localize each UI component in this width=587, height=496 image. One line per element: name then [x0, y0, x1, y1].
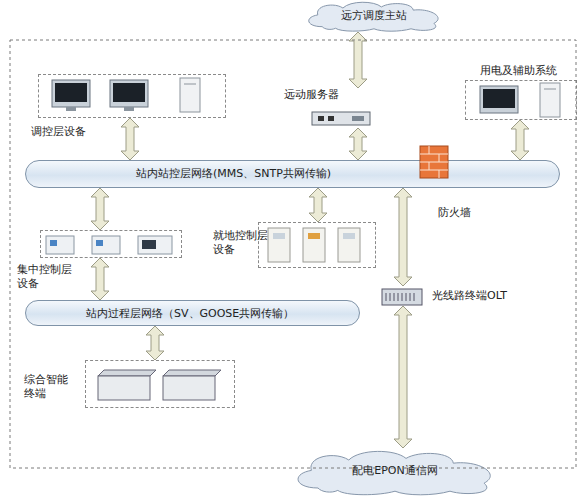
station-boundary	[10, 40, 576, 468]
monitor-icon	[480, 86, 518, 113]
terminal-icon	[98, 370, 221, 400]
node-label: 集中控制层设备	[17, 263, 79, 291]
terminal-top	[98, 370, 156, 376]
node-label: 远方调度主站	[300, 9, 448, 23]
double-arrow	[394, 306, 412, 448]
tower-icon	[540, 83, 560, 117]
device-group: 调控层设备	[38, 74, 226, 118]
olt-node: 光线路终端OLT	[380, 286, 510, 306]
node-label: 调控层设备	[31, 125, 111, 139]
rack-port	[328, 116, 334, 121]
olt-body	[382, 289, 422, 305]
double-arrow	[91, 188, 109, 230]
controller-panel	[96, 240, 103, 246]
network-bus: 站内站控层网络(MMS、SNTP共网传输)	[25, 160, 560, 188]
node-label: 站内站控层网络(MMS、SNTP共网传输)	[136, 167, 536, 181]
controller-panel	[50, 240, 57, 246]
monitor-icon	[52, 80, 90, 111]
node-label: 综合智能终端	[24, 373, 74, 401]
node-label: 防火墙	[438, 206, 482, 220]
device-group: 综合智能终端	[85, 360, 235, 408]
cabinet-body	[303, 228, 325, 262]
cabinet-panel	[273, 233, 285, 239]
node-label: 配电EPON通信网	[285, 464, 505, 478]
double-arrow	[146, 326, 164, 360]
double-arrow	[121, 118, 139, 160]
cabinet-icon	[268, 228, 360, 262]
terminal-body	[98, 376, 150, 400]
olt-slots	[386, 293, 414, 301]
olt-icon	[382, 289, 422, 305]
monitor-screen	[483, 89, 515, 108]
node-label: 站内过程层网络（SV、GOOSE共网传输）	[86, 307, 356, 321]
device-group: 集中控制层设备	[40, 230, 182, 258]
double-arrow	[394, 188, 412, 286]
tower-body	[540, 83, 560, 117]
controller-panel	[142, 240, 156, 249]
tower-icon	[180, 78, 200, 112]
monitor-frame	[110, 80, 148, 107]
rack-body	[312, 112, 370, 125]
tower-slot	[184, 84, 196, 85]
terminal-body	[163, 376, 215, 400]
monitor-frame	[52, 80, 90, 107]
controller-body	[46, 236, 74, 254]
double-arrow	[511, 120, 529, 160]
server-node: 远动服务器	[280, 88, 380, 128]
controller-body	[138, 236, 172, 254]
tower-slot	[544, 89, 556, 90]
controller-body	[92, 236, 120, 254]
double-arrow	[349, 128, 367, 160]
cabinet-panel	[343, 233, 355, 239]
monitor-stand	[124, 107, 134, 111]
cloud-node: 远方调度主站	[300, 0, 448, 32]
controller-icon	[46, 236, 172, 254]
monitor-screen	[55, 83, 87, 102]
cabinet-body	[268, 228, 290, 262]
node-label: 就地控制层设备	[213, 229, 271, 257]
double-arrow	[91, 258, 109, 300]
tower-body	[180, 78, 200, 112]
double-arrow	[309, 188, 327, 222]
cloud-node: 配电EPON通信网	[285, 448, 505, 496]
cabinet-panel	[308, 233, 320, 239]
node-label: 光线路终端OLT	[432, 289, 522, 303]
device-group: 就地控制层设备	[258, 222, 376, 268]
node-label: 远动服务器	[284, 88, 374, 102]
monitor-frame	[480, 86, 518, 113]
firewall-node: 防火墙	[416, 143, 472, 223]
double-arrow	[349, 32, 367, 88]
rack-port	[318, 116, 324, 121]
cabinet-body	[338, 228, 360, 262]
terminal-top	[163, 370, 221, 376]
device-group: 用电及辅助系统	[465, 80, 577, 120]
server-rack-icon	[312, 112, 370, 125]
monitor-screen	[113, 83, 145, 102]
node-label: 用电及辅助系统	[480, 64, 580, 78]
rack-port	[352, 116, 364, 121]
network-bus: 站内过程层网络（SV、GOOSE共网传输）	[25, 300, 360, 326]
monitor-icon	[110, 80, 148, 111]
monitor-stand	[66, 107, 76, 111]
